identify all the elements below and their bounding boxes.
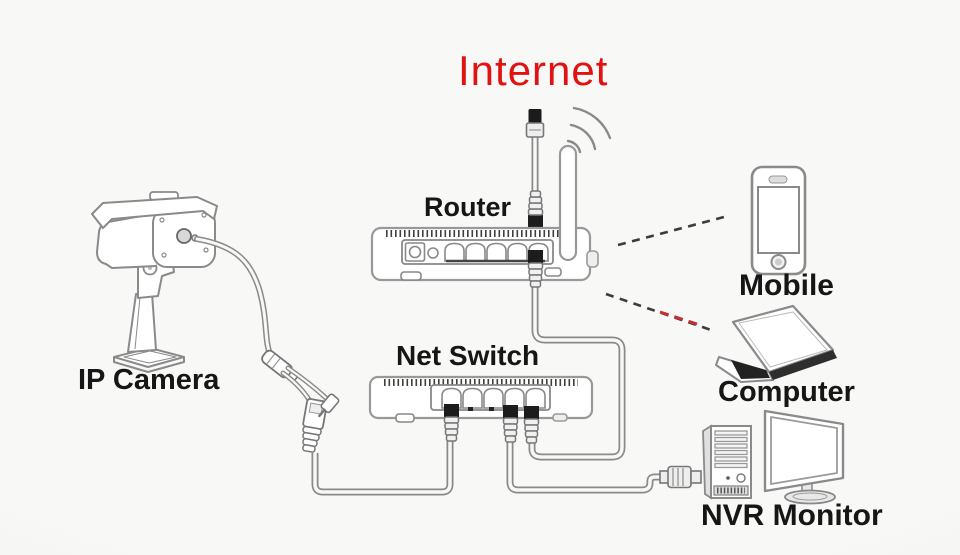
net-switch-figure: [368, 375, 594, 444]
router-foot-left: [400, 271, 422, 281]
internet-cable-top-connector: [525, 109, 545, 138]
mobile-label: Mobile: [739, 269, 834, 302]
internet-cable: [525, 109, 545, 229]
switch-port-led: [489, 407, 494, 411]
tower-led: [726, 476, 730, 480]
switch-foot-right: [552, 413, 568, 422]
nvr-cable-connector: [659, 465, 702, 489]
phone-speaker: [768, 175, 788, 184]
switch-plug-nvr: [502, 404, 519, 443]
switch-foot-left: [395, 413, 415, 423]
monitor-figure: [763, 409, 845, 505]
camera-rj45-connector: [302, 398, 328, 453]
tower-vents: [714, 430, 748, 469]
tower-side: [702, 424, 712, 500]
router-side-tab: [586, 250, 599, 268]
nvr-tower-figure: [702, 424, 752, 500]
laptop-screen-edge: [769, 350, 837, 380]
camera-sun-shield: [91, 191, 218, 229]
internet-label: Internet: [458, 47, 609, 94]
switch-plug-router: [523, 405, 540, 444]
wifi-signal-icon: [566, 106, 612, 154]
router-antenna: [558, 144, 578, 262]
camera-power-connector: [318, 393, 340, 418]
router-foot-right: [544, 267, 562, 277]
nvr-monitor-label: NVR Monitor: [701, 499, 883, 532]
cable-router-to-switch: [528, 282, 626, 461]
net-switch-label: Net Switch: [396, 340, 540, 371]
ip-camera-label: IP Camera: [78, 364, 220, 396]
camera-cable: [194, 236, 340, 453]
switch-plug-camera: [443, 403, 460, 442]
wireless-link-to-computer: [605, 292, 715, 333]
cable-camera-to-switch: [311, 439, 454, 496]
switch-lan-ports: [441, 387, 546, 409]
switch-port-led: [468, 407, 473, 411]
mobile-figure: [750, 165, 807, 276]
cable-switch-to-nvr: [506, 438, 702, 494]
camera-pole: [127, 292, 157, 353]
wireless-link-to-mobile: [617, 215, 725, 247]
camera-cable-gland: [176, 228, 192, 244]
internet-cable-router-plug: [527, 190, 544, 229]
phone-screen: [757, 186, 800, 254]
router-downlink-plug: [527, 249, 544, 288]
computer-figure: [715, 304, 837, 383]
computer-label: Computer: [718, 376, 855, 408]
laptop-keyboard: [731, 360, 770, 379]
router-figure: [370, 106, 612, 288]
router-reset-button: [427, 247, 439, 259]
router-power-port: [404, 242, 426, 262]
ip-camera-figure: [91, 191, 218, 373]
tower-power-button: [736, 473, 746, 483]
router-label: Router: [424, 192, 511, 222]
